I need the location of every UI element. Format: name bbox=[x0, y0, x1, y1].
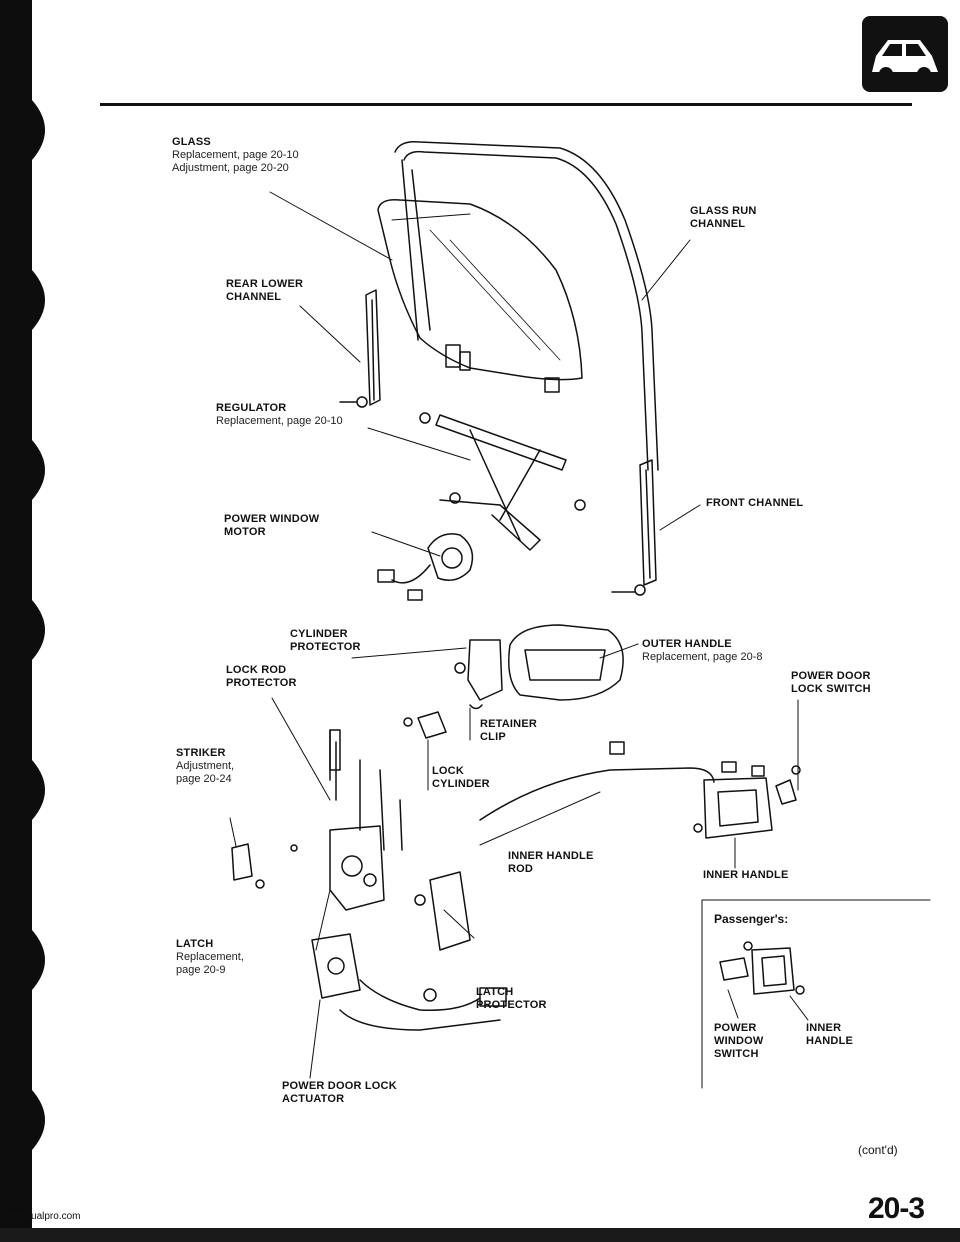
retainer-clip-label-line2: CLIP bbox=[480, 731, 506, 743]
passenger-power-window-switch-label-line1: POWER bbox=[714, 1022, 757, 1034]
page-number: 20-3 bbox=[868, 1192, 925, 1225]
striker-adjustment-ref-line2[interactable]: page 20-24 bbox=[176, 773, 232, 785]
glass-run-channel bbox=[394, 140, 659, 471]
glass bbox=[377, 198, 583, 381]
inner-handle-rod-label-line2: ROD bbox=[508, 863, 534, 875]
power-window-motor-label-line2: MOTOR bbox=[224, 526, 266, 538]
power-door-lock-actuator bbox=[311, 933, 361, 999]
lock-cylinder-label-line2: CYLINDER bbox=[432, 778, 490, 790]
retainer-clip-label-line1: RETAINER bbox=[480, 718, 538, 730]
passenger-power-window-switch-label-line3: SWITCH bbox=[714, 1048, 759, 1060]
lock-cylinder bbox=[417, 711, 447, 739]
striker-adjustment-ref-line1[interactable]: Adjustment, bbox=[176, 760, 235, 772]
passenger-inner-handle-label-line1: INNER bbox=[806, 1022, 842, 1034]
power-window-motor bbox=[427, 533, 474, 581]
cylinder-protector-label-line1: CYLINDER bbox=[290, 628, 348, 640]
regulator-label: REGULATOR bbox=[216, 402, 287, 414]
inner-handle-rod bbox=[479, 767, 715, 821]
latch-protector-label-line1: LATCH bbox=[476, 986, 514, 998]
inner-handle bbox=[703, 777, 773, 839]
outer-handle bbox=[508, 624, 624, 701]
power-door-lock-switch-label-line2: LOCK SWITCH bbox=[791, 683, 871, 695]
retainer-clip bbox=[469, 704, 483, 710]
latch-replacement-ref-line2[interactable]: page 20-9 bbox=[176, 964, 226, 976]
passenger-inner-handle-label-line2: HANDLE bbox=[806, 1035, 854, 1047]
passenger-power-window-switch bbox=[719, 957, 749, 981]
striker bbox=[231, 843, 253, 881]
latch bbox=[329, 825, 385, 911]
lock-cylinder-label-line1: LOCK bbox=[432, 765, 464, 777]
passenger-power-window-switch-label-line2: WINDOW bbox=[714, 1035, 764, 1047]
latch-replacement-ref-line1[interactable]: Replacement, bbox=[176, 951, 244, 963]
outer-handle-replacement-ref[interactable]: Replacement, page 20-8 bbox=[642, 651, 763, 663]
passenger-inner-handle bbox=[751, 947, 795, 995]
lock-rod-protector-label-line1: LOCK ROD bbox=[226, 664, 287, 676]
regulator-replacement-ref[interactable]: Replacement, page 20-10 bbox=[216, 415, 343, 427]
lock-rod-protector-label-line2: PROTECTOR bbox=[226, 677, 297, 689]
source-url[interactable]: emanualpro.com bbox=[6, 1211, 81, 1222]
glass-adjustment-ref[interactable]: Adjustment, page 20-20 bbox=[172, 162, 289, 174]
glass-replacement-ref[interactable]: Replacement, page 20-10 bbox=[172, 149, 299, 161]
continued-note: (cont'd) bbox=[858, 1143, 898, 1157]
inner-handle-rod-label-line1: INNER HANDLE bbox=[508, 850, 594, 862]
glass-run-channel-label-line2: CHANNEL bbox=[690, 218, 746, 230]
power-door-lock-actuator-label-line2: ACTUATOR bbox=[282, 1093, 345, 1105]
power-door-lock-actuator-label-line1: POWER DOOR LOCK bbox=[282, 1080, 397, 1092]
power-window-motor-label-line1: POWER WINDOW bbox=[224, 513, 320, 525]
rear-lower-channel-label-line1: REAR LOWER bbox=[226, 278, 304, 290]
front-channel-label: FRONT CHANNEL bbox=[706, 497, 804, 509]
front-channel bbox=[639, 459, 657, 586]
car-body-icon bbox=[862, 16, 948, 92]
inner-handle-label: INNER HANDLE bbox=[703, 869, 789, 881]
cylinder-protector-label-line2: PROTECTOR bbox=[290, 641, 361, 653]
glass-label: GLASS bbox=[172, 136, 211, 148]
lock-rod bbox=[329, 729, 403, 851]
glass-run-channel-label-line1: GLASS RUN bbox=[690, 205, 757, 217]
latch-label: LATCH bbox=[176, 938, 214, 950]
rear-lower-channel bbox=[365, 289, 381, 406]
passenger-section-title: Passenger's: bbox=[714, 912, 789, 926]
outer-handle-label: OUTER HANDLE bbox=[642, 638, 732, 650]
rear-lower-channel-label-line2: CHANNEL bbox=[226, 291, 282, 303]
striker-label: STRIKER bbox=[176, 747, 226, 759]
bottom-bar bbox=[0, 1228, 960, 1242]
latch-protector-label-line2: PROTECTOR bbox=[476, 999, 547, 1011]
latch-protector bbox=[429, 871, 471, 951]
power-door-lock-switch-label-line1: POWER DOOR bbox=[791, 670, 871, 682]
regulator bbox=[435, 414, 567, 471]
